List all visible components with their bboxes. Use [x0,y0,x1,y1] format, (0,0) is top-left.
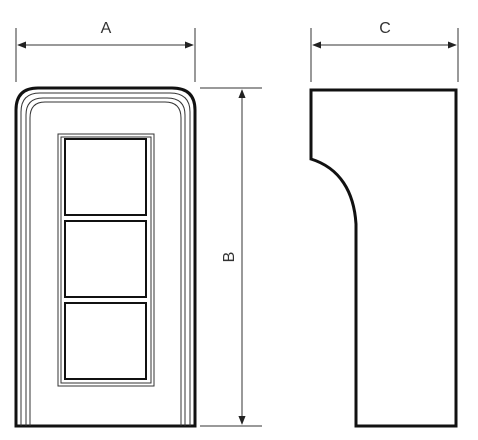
side-view-profile [309,88,458,428]
front-view-inner-frame-2 [25,97,186,426]
dimension-b-label: B [221,252,238,263]
front-view-module-1 [64,138,147,216]
front-view-outer-frame [14,86,197,428]
dimension-a: A [15,20,196,82]
front-view-inner-frame-3 [29,101,182,426]
dimension-c-label: C [379,20,391,37]
dimension-c: C [310,20,459,82]
dimension-a-label: A [101,20,112,37]
dimension-b: B [200,87,262,427]
front-view-module-3 [64,302,147,380]
front-view-inner-frame-1 [20,92,191,426]
side-view [309,88,458,428]
front-view-plate-inner [60,136,152,384]
front-view [14,86,197,428]
front-view-module-2 [64,220,147,298]
front-view-plate-outer [57,133,155,387]
